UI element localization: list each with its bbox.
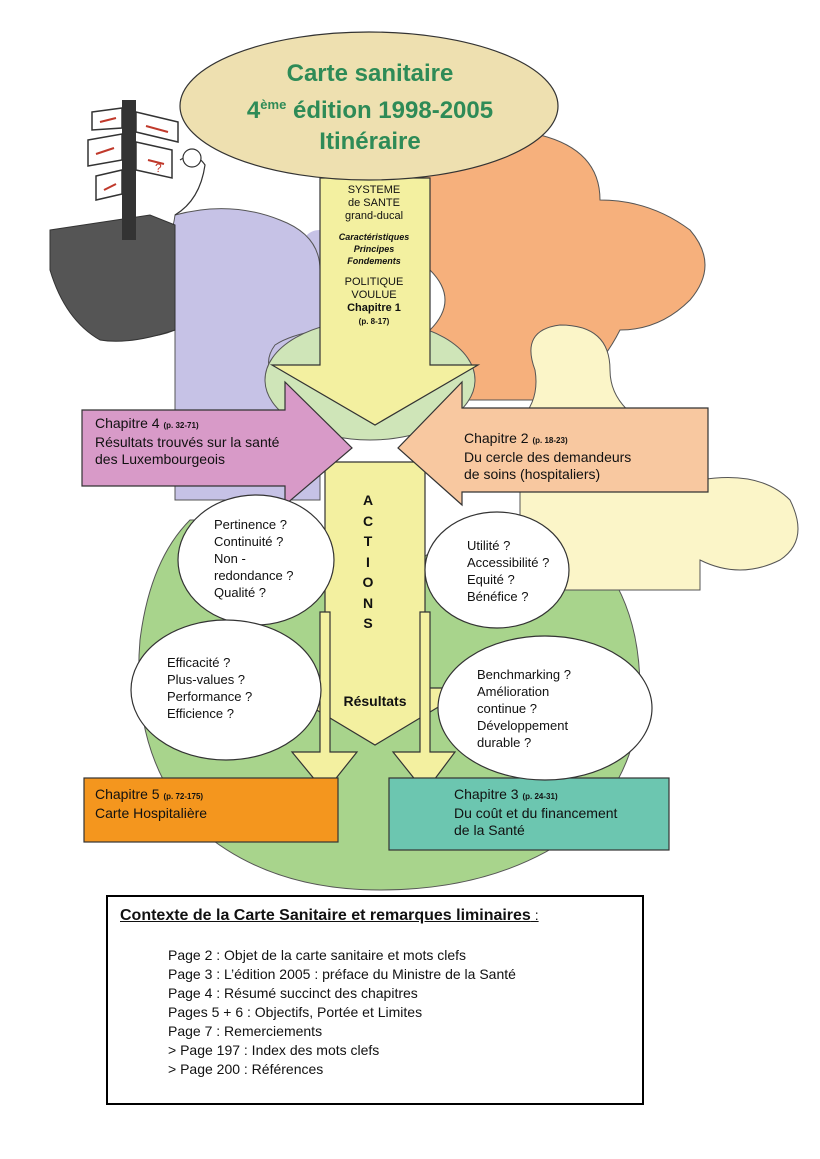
context-item: > Page 200 : Références xyxy=(168,1061,324,1077)
actions-letter: O xyxy=(362,574,374,590)
context-item: > Page 197 : Index des mots clefs xyxy=(168,1042,380,1058)
context-item: Page 3 : L’édition 2005 : préface du Min… xyxy=(168,966,516,982)
chapitre5-line-1: Carte Hospitalière xyxy=(95,805,208,821)
chapitre3-label: Chapitre 3 xyxy=(454,786,519,802)
chapitre5-pages: (p. 72-175) xyxy=(163,792,204,801)
actions-letter: C xyxy=(362,512,374,529)
context-item: Page 4 : Résumé succinct des chapitres xyxy=(168,985,418,1001)
bubble-item: Continuité ? xyxy=(214,534,284,549)
chapitre3-line-1: Du coût et du financement xyxy=(454,805,618,821)
actions-letter: S xyxy=(363,615,373,631)
bubble-item: Non - xyxy=(214,551,246,566)
chapitre4-line-2: des Luxembourgeois xyxy=(95,451,225,467)
context-list: Page 2 : Objet de la carte sanitaire et … xyxy=(168,946,516,1079)
bubble-item: Pertinence ? xyxy=(214,517,287,532)
chapitre4-label: Chapitre 4 xyxy=(95,415,160,431)
chapitre5-label: Chapitre 5 xyxy=(95,786,160,802)
context-title-text: Contexte de la Carte Sanitaire et remarq… xyxy=(120,907,531,924)
bubble-item: Efficacité ? xyxy=(167,655,231,670)
arrow-to-chapitre3 xyxy=(391,611,457,793)
bubble-item: Bénéfice ? xyxy=(467,589,529,604)
bubble-item: Amélioration xyxy=(477,684,550,699)
chapitre2-line-2: de soins (hospitaliers) xyxy=(464,466,601,482)
context-item: Page 7 : Remerciements xyxy=(168,1023,323,1039)
context-item: Pages 5 + 6 : Objectifs, Portée et Limit… xyxy=(168,1004,423,1020)
systeme-principes: Principes xyxy=(353,244,395,254)
svg-text:?: ? xyxy=(155,161,162,175)
title-edition-number: 4 xyxy=(246,97,261,124)
signpost-base xyxy=(49,214,176,342)
actions-letter: I xyxy=(366,553,370,570)
systeme-caracteristiques: Caractéristiques xyxy=(338,232,410,242)
context-title-colon: : xyxy=(530,907,539,923)
systeme-pages: (p. 8-17) xyxy=(358,317,390,326)
systeme-text: SYSTEME de SANTE grand-ducal Caractérist… xyxy=(328,184,420,328)
bubble-top-right xyxy=(424,511,570,629)
bubble-item: Benchmarking ? xyxy=(477,667,571,682)
systeme-line-3: grand-ducal xyxy=(344,210,404,222)
title-line-3: Itinéraire xyxy=(319,128,421,155)
chapitre2-arrow xyxy=(397,380,709,507)
bubble-item: Equité ? xyxy=(467,572,515,587)
title-edition-suffix: ème xyxy=(260,97,287,112)
chapitre3-line-2: de la Santé xyxy=(454,822,525,838)
actions-letter: A xyxy=(362,492,374,508)
systeme-chapitre: Chapitre 1 xyxy=(347,302,401,314)
bubble-item: durable ? xyxy=(477,735,532,750)
chapitre5-box xyxy=(83,777,339,843)
bubble-top-right-text: Utilité ? Accessibilité ? Equité ? Bénéf… xyxy=(467,537,549,605)
chapitre4-arrow xyxy=(81,380,353,507)
title-ellipse xyxy=(179,31,559,181)
chapitre2-text: Chapitre 2 (p. 18-23) Du cercle des dema… xyxy=(464,430,631,483)
bubble-bottom-right xyxy=(437,635,653,781)
bubble-bottom-right-text: Benchmarking ? Amélioration continue ? D… xyxy=(477,666,571,751)
resultats-label: Résultats xyxy=(343,693,407,709)
bubble-item: Utilité ? xyxy=(467,538,511,553)
actions-label: A C T I O N S xyxy=(353,490,383,634)
bubble-item: Développement xyxy=(477,718,569,733)
bubble-item: redondance ? xyxy=(214,568,294,583)
systeme-fondements: Fondements xyxy=(347,256,401,266)
signpost-icon: ? xyxy=(87,100,206,240)
bubble-item: Performance ? xyxy=(167,689,253,704)
context-item: Page 2 : Objet de la carte sanitaire et … xyxy=(168,947,467,963)
bubble-item: Efficience ? xyxy=(167,706,234,721)
actions-letter: N xyxy=(362,594,374,611)
chapitre4-line-1: Résultats trouvés sur la santé xyxy=(95,434,280,450)
chapitre3-text: Chapitre 3 (p. 24-31) Du coût et du fina… xyxy=(454,786,617,839)
bubble-bottom-left xyxy=(130,619,322,761)
systeme-line-2: de SANTE xyxy=(348,197,400,209)
bubble-item: Qualité ? xyxy=(214,585,267,600)
arrow-to-chapitre5 xyxy=(290,611,359,793)
context-title: Contexte de la Carte Sanitaire et remarq… xyxy=(120,907,539,925)
title-line-2: 4ème édition 1998-2005 xyxy=(220,89,520,126)
chapitre2-label: Chapitre 2 xyxy=(464,430,529,446)
title-edition-years: édition 1998-2005 xyxy=(286,97,494,124)
systeme-line-1: SYSTEME xyxy=(347,184,401,196)
chapitre3-box xyxy=(388,777,670,851)
chapitre2-line-1: Du cercle des demandeurs xyxy=(464,449,632,465)
actions-letter: T xyxy=(363,533,373,549)
systeme-voulue: VOULUE xyxy=(351,289,397,301)
bubble-top-left-text: Pertinence ? Continuité ? Non - redondan… xyxy=(214,516,294,601)
page-title: Carte sanitaire 4ème édition 1998-2005 I… xyxy=(220,58,520,157)
systeme-politique: POLITIQUE xyxy=(344,276,404,288)
chapitre4-text: Chapitre 4 (p. 32-71) Résultats trouvés … xyxy=(95,415,279,468)
bubble-item: continue ? xyxy=(477,701,537,716)
arrow-systeme-down xyxy=(269,177,481,426)
chapitre5-text: Chapitre 5 (p. 72-175) Carte Hospitalièr… xyxy=(95,786,207,822)
bubble-item: Accessibilité ? xyxy=(467,555,550,570)
context-box: Contexte de la Carte Sanitaire et remarq… xyxy=(106,895,644,1105)
title-line-1: Carte sanitaire xyxy=(286,60,454,87)
chapitre3-pages: (p. 24-31) xyxy=(522,792,558,801)
chapitre4-pages: (p. 32-71) xyxy=(163,421,199,430)
chapitre2-pages: (p. 18-23) xyxy=(532,436,568,445)
bubble-bottom-left-text: Efficacité ? Plus-values ? Performance ?… xyxy=(167,654,252,722)
bubble-item: Plus-values ? xyxy=(167,672,246,687)
